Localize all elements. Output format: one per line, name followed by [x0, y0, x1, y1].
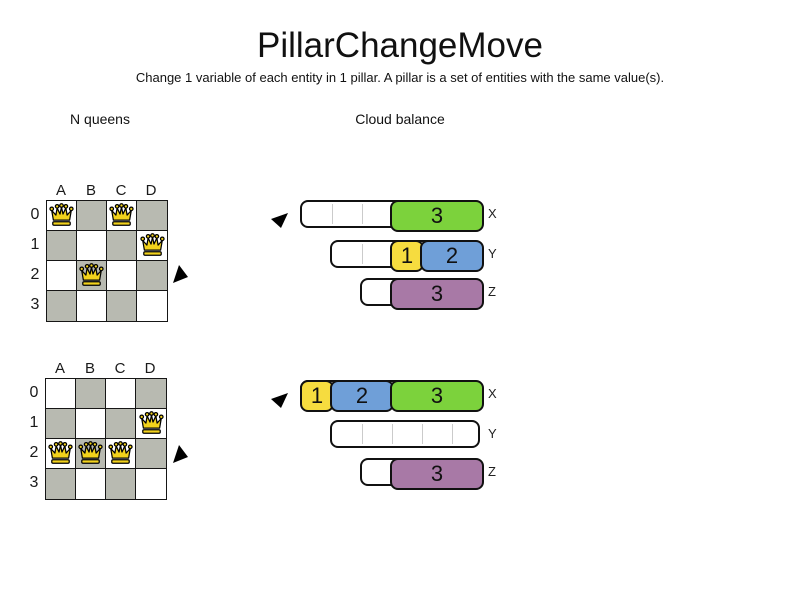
computer-bar-z: 3: [360, 278, 484, 310]
queen-icon: [77, 440, 104, 467]
row-label: 2: [29, 444, 39, 461]
column-header: D: [145, 182, 157, 199]
queen-icon: [139, 232, 166, 259]
slot-divider: [392, 424, 393, 444]
chessboard-after: A B C D 0 1 2 3: [25, 360, 171, 500]
row-label: 1: [29, 414, 39, 431]
board-cell: [76, 409, 106, 439]
computer-bar-z: 3: [360, 458, 484, 490]
queen-icon: [108, 202, 135, 229]
row-label: 0: [30, 206, 40, 223]
bar-label: Z: [488, 464, 496, 479]
move-arrow-board-after: [170, 392, 204, 468]
board-cell: [77, 261, 107, 291]
board-grid: [46, 200, 168, 322]
process-block: 2: [330, 380, 394, 412]
slot-divider: [422, 424, 423, 444]
board-cell: [106, 469, 136, 499]
board-cell: [137, 261, 167, 291]
bar-label: X: [488, 386, 497, 401]
column-header: B: [85, 182, 96, 199]
section-label-nqueens: N queens: [70, 111, 130, 127]
board-cell: [106, 379, 136, 409]
process-block: 3: [390, 380, 484, 412]
row-label: 3: [29, 474, 39, 491]
queen-icon: [78, 262, 105, 289]
board-cell: [107, 231, 137, 261]
slot-divider: [362, 204, 363, 224]
board-cell: [106, 409, 136, 439]
slot-divider: [332, 204, 333, 224]
board-cell: [76, 469, 106, 499]
column-headers: A B C D: [45, 360, 165, 378]
column-header: A: [55, 182, 66, 199]
board-cell: [47, 291, 77, 321]
row-label: 3: [30, 296, 40, 313]
slot-divider: [452, 424, 453, 444]
board-cell: [137, 201, 167, 231]
bar-label: Y: [488, 246, 497, 261]
queen-icon: [48, 202, 75, 229]
move-arrow-cloud-after: [262, 391, 300, 443]
board-cell: [137, 231, 167, 261]
board-cell: [77, 231, 107, 261]
chessboard-before: A B C D 0 1 2 3: [26, 182, 172, 322]
slot-divider: [362, 424, 363, 444]
queen-icon: [138, 410, 165, 437]
column-header: C: [115, 182, 127, 199]
queen-icon: [107, 440, 134, 467]
column-header: B: [84, 360, 95, 377]
process-block: 3: [390, 458, 484, 490]
board-cell: [107, 291, 137, 321]
board-cell: [136, 439, 166, 469]
move-arrow-board-before: [170, 212, 204, 288]
column-headers: A B C D: [46, 182, 166, 200]
process-block: 3: [390, 278, 484, 310]
board-cell: [46, 469, 76, 499]
board-cell: [76, 379, 106, 409]
process-block: 2: [420, 240, 484, 272]
row-label: 2: [30, 266, 40, 283]
board-cell: [76, 439, 106, 469]
process-block: 1: [300, 380, 334, 412]
bar-label: X: [488, 206, 497, 221]
board-cell: [47, 261, 77, 291]
computer-bar-x: 3: [300, 200, 484, 232]
row-label: 1: [30, 236, 40, 253]
board-cell: [46, 409, 76, 439]
slot-divider: [362, 244, 363, 264]
column-header: A: [54, 360, 65, 377]
board-cell: [47, 201, 77, 231]
board-cell: [136, 379, 166, 409]
column-header: C: [114, 360, 126, 377]
board-cell: [136, 469, 166, 499]
process-block: 3: [390, 200, 484, 232]
row-label: 0: [29, 384, 39, 401]
queen-icon: [47, 440, 74, 467]
page-title: PillarChangeMove: [257, 26, 543, 65]
section-label-cloudbalance: Cloud balance: [355, 111, 445, 127]
board-cell: [136, 409, 166, 439]
board-grid: [45, 378, 167, 500]
column-header: D: [144, 360, 156, 377]
computer-bar-y: [330, 420, 480, 448]
bar-label: Y: [488, 426, 497, 441]
move-arrow-cloud-before: [262, 211, 300, 263]
board-cell: [107, 201, 137, 231]
board-cell: [77, 201, 107, 231]
board-cell: [46, 379, 76, 409]
bar-label: Z: [488, 284, 496, 299]
board-cell: [107, 261, 137, 291]
page-subtitle: Change 1 variable of each entity in 1 pi…: [135, 70, 665, 85]
board-cell: [46, 439, 76, 469]
board-cell: [137, 291, 167, 321]
board-cell: [47, 231, 77, 261]
board-cell: [106, 439, 136, 469]
process-block: 1: [390, 240, 424, 272]
board-cell: [77, 291, 107, 321]
